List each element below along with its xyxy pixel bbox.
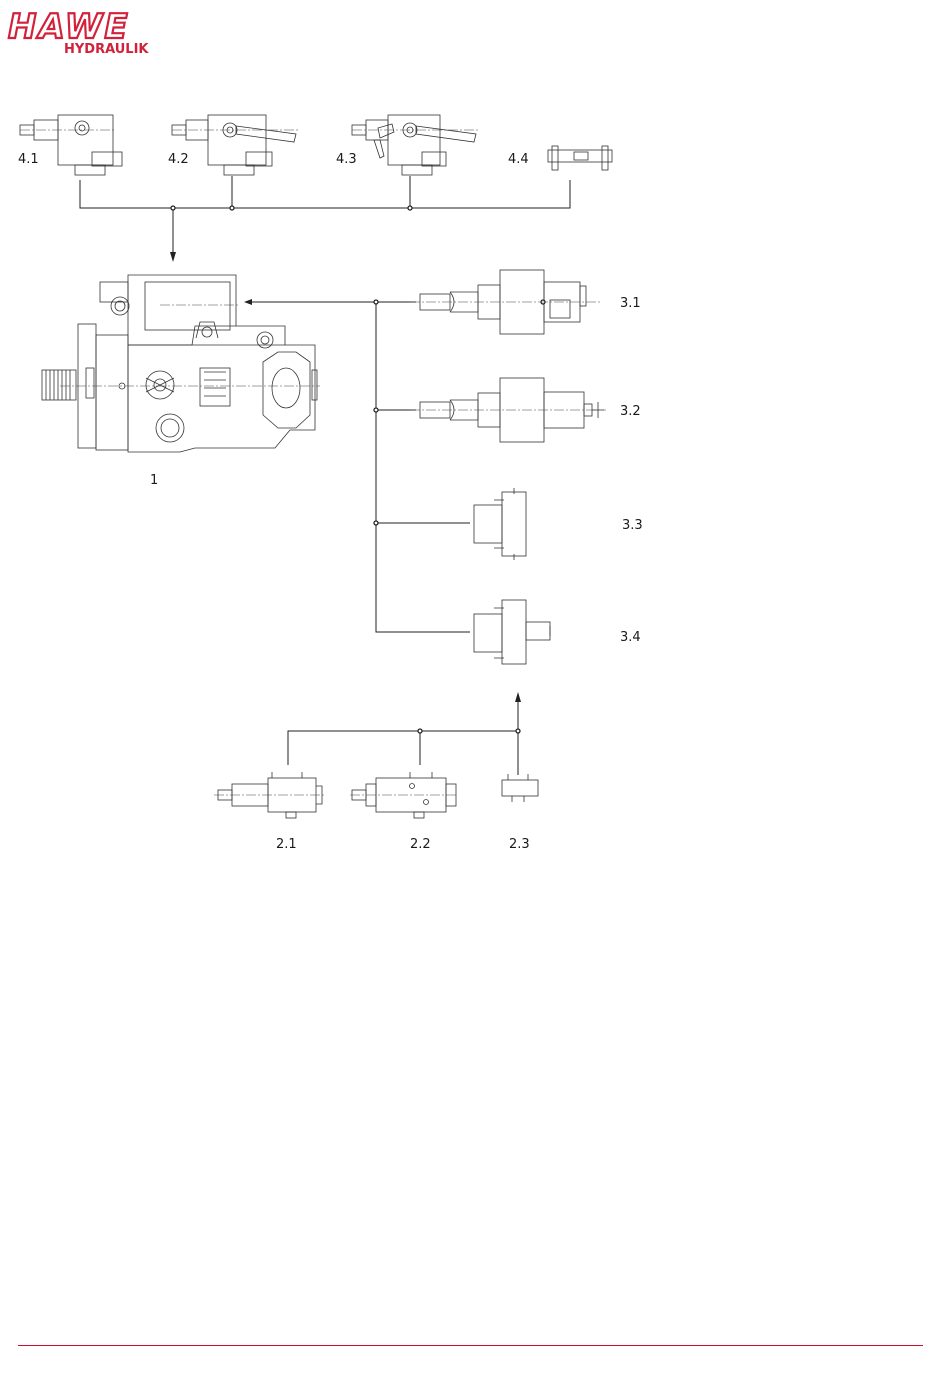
component-2-2-drawing	[350, 772, 456, 818]
component-4-2-drawing	[172, 115, 300, 175]
component-labels: 1 4.1 4.2 4.3 4.4 3.1 3.2 3.3 3.4 2.1 2.…	[18, 152, 643, 852]
component-4-3-drawing	[352, 115, 480, 175]
component-2-3-drawing	[502, 774, 538, 802]
label-2-2: 2.2	[410, 837, 431, 852]
label-3-4: 3.4	[620, 630, 641, 645]
label-4-4: 4.4	[508, 152, 529, 167]
component-3-1-drawing	[410, 270, 600, 334]
label-3-2: 3.2	[620, 404, 641, 419]
component-3-4-drawing	[474, 600, 550, 664]
label-4-2: 4.2	[168, 152, 189, 167]
footer-divider	[18, 1345, 923, 1346]
component-2-1-drawing	[214, 772, 324, 818]
label-2-1: 2.1	[276, 837, 297, 852]
label-4-3: 4.3	[336, 152, 357, 167]
label-3-3: 3.3	[622, 518, 643, 533]
component-4-4-drawing	[548, 146, 612, 170]
label-4-1: 4.1	[18, 152, 39, 167]
label-1: 1	[150, 473, 158, 488]
component-3-2-drawing	[410, 378, 606, 442]
label-3-1: 3.1	[620, 296, 641, 311]
label-2-3: 2.3	[509, 837, 530, 852]
component-3-3-drawing	[474, 488, 526, 560]
